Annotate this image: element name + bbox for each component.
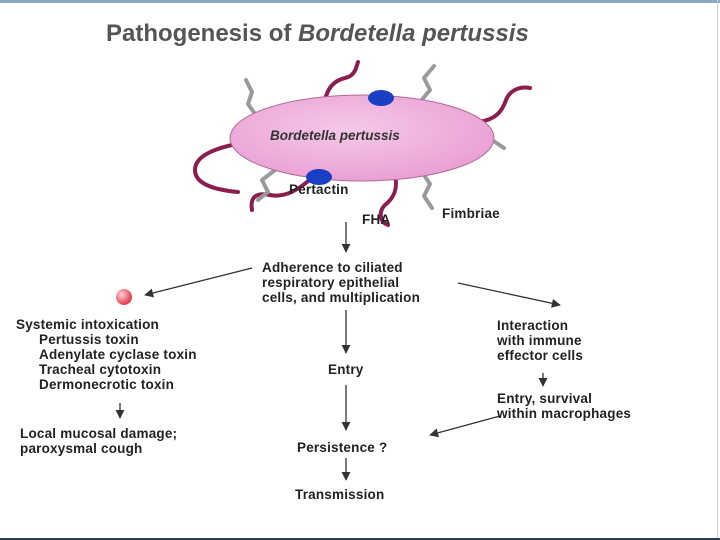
transmission-label: Transmission — [295, 487, 385, 502]
bacterium-body — [229, 94, 495, 182]
systemic-intoxication-block: Systemic intoxication Pertussis toxin Ad… — [16, 317, 197, 392]
pertactin-label: Pertactin — [289, 182, 349, 197]
fimbria-5 — [420, 170, 434, 210]
local-damage-text: Local mucosal damage; paroxysmal cough — [20, 426, 177, 456]
adherence-line: respiratory epithelial — [262, 275, 400, 290]
arrows — [115, 222, 561, 481]
local-damage-line: paroxysmal cough — [20, 441, 143, 456]
right-border — [717, 0, 718, 540]
flagellum-top — [323, 60, 360, 102]
interaction-line: Interaction — [497, 318, 569, 333]
survival-text: Entry, survival within macrophages — [497, 391, 631, 421]
toxin-dot — [116, 289, 132, 305]
flagellum-right — [476, 85, 532, 124]
systemic-heading: Systemic intoxication — [16, 317, 159, 332]
toxin-item: Pertussis toxin — [39, 332, 139, 347]
adherence-line: Adherence to ciliated — [262, 260, 403, 275]
survival-line: within macrophages — [497, 406, 632, 421]
flagella — [192, 60, 532, 227]
flagellum-bottom-left — [249, 170, 320, 212]
arrow-to-interaction — [457, 282, 561, 308]
title-organism: Bordetella pertussis — [298, 20, 529, 47]
arrow-survival-to-persistence — [429, 415, 501, 438]
toxin-item: Tracheal cytotoxin — [39, 362, 162, 377]
interaction-line: with immune — [497, 333, 582, 348]
title-prefix: Pathogenesis of — [106, 20, 299, 47]
local-damage-line: Local mucosal damage; — [20, 426, 178, 441]
persistence-label: Persistence ? — [297, 440, 388, 455]
entry-label: Entry — [328, 362, 364, 377]
interaction-line: effector cells — [497, 348, 584, 363]
fimbriae-label: Fimbriae — [442, 206, 500, 221]
bottom-border — [0, 538, 720, 540]
fimbria-2 — [418, 64, 436, 104]
page-title: Pathogenesis of Bordetella pertussis — [106, 20, 529, 48]
survival-line: Entry, survival — [497, 391, 593, 406]
interaction-text: Interaction with immune effector cells — [497, 318, 583, 363]
adherence-line: cells, and multiplication — [262, 290, 421, 305]
bacterium-name: Bordetella pertussis — [270, 128, 400, 143]
fha-label: FHA — [362, 212, 391, 227]
fimbria-4 — [256, 168, 277, 202]
flagellum-left — [192, 143, 240, 194]
arrow-to-systemic — [144, 267, 253, 298]
toxin-item: Dermonecrotic toxin — [39, 377, 175, 392]
flagellum-fha — [378, 174, 398, 227]
toxin-item: Adenylate cyclase toxin — [39, 347, 197, 362]
pertactin-spot-bottom — [306, 169, 332, 185]
fimbriae — [244, 64, 506, 210]
top-border — [0, 0, 720, 3]
adherence-text: Adherence to ciliated respiratory epithe… — [262, 260, 420, 305]
fimbria-1 — [244, 78, 260, 120]
pertactin-spot-top — [368, 90, 394, 106]
